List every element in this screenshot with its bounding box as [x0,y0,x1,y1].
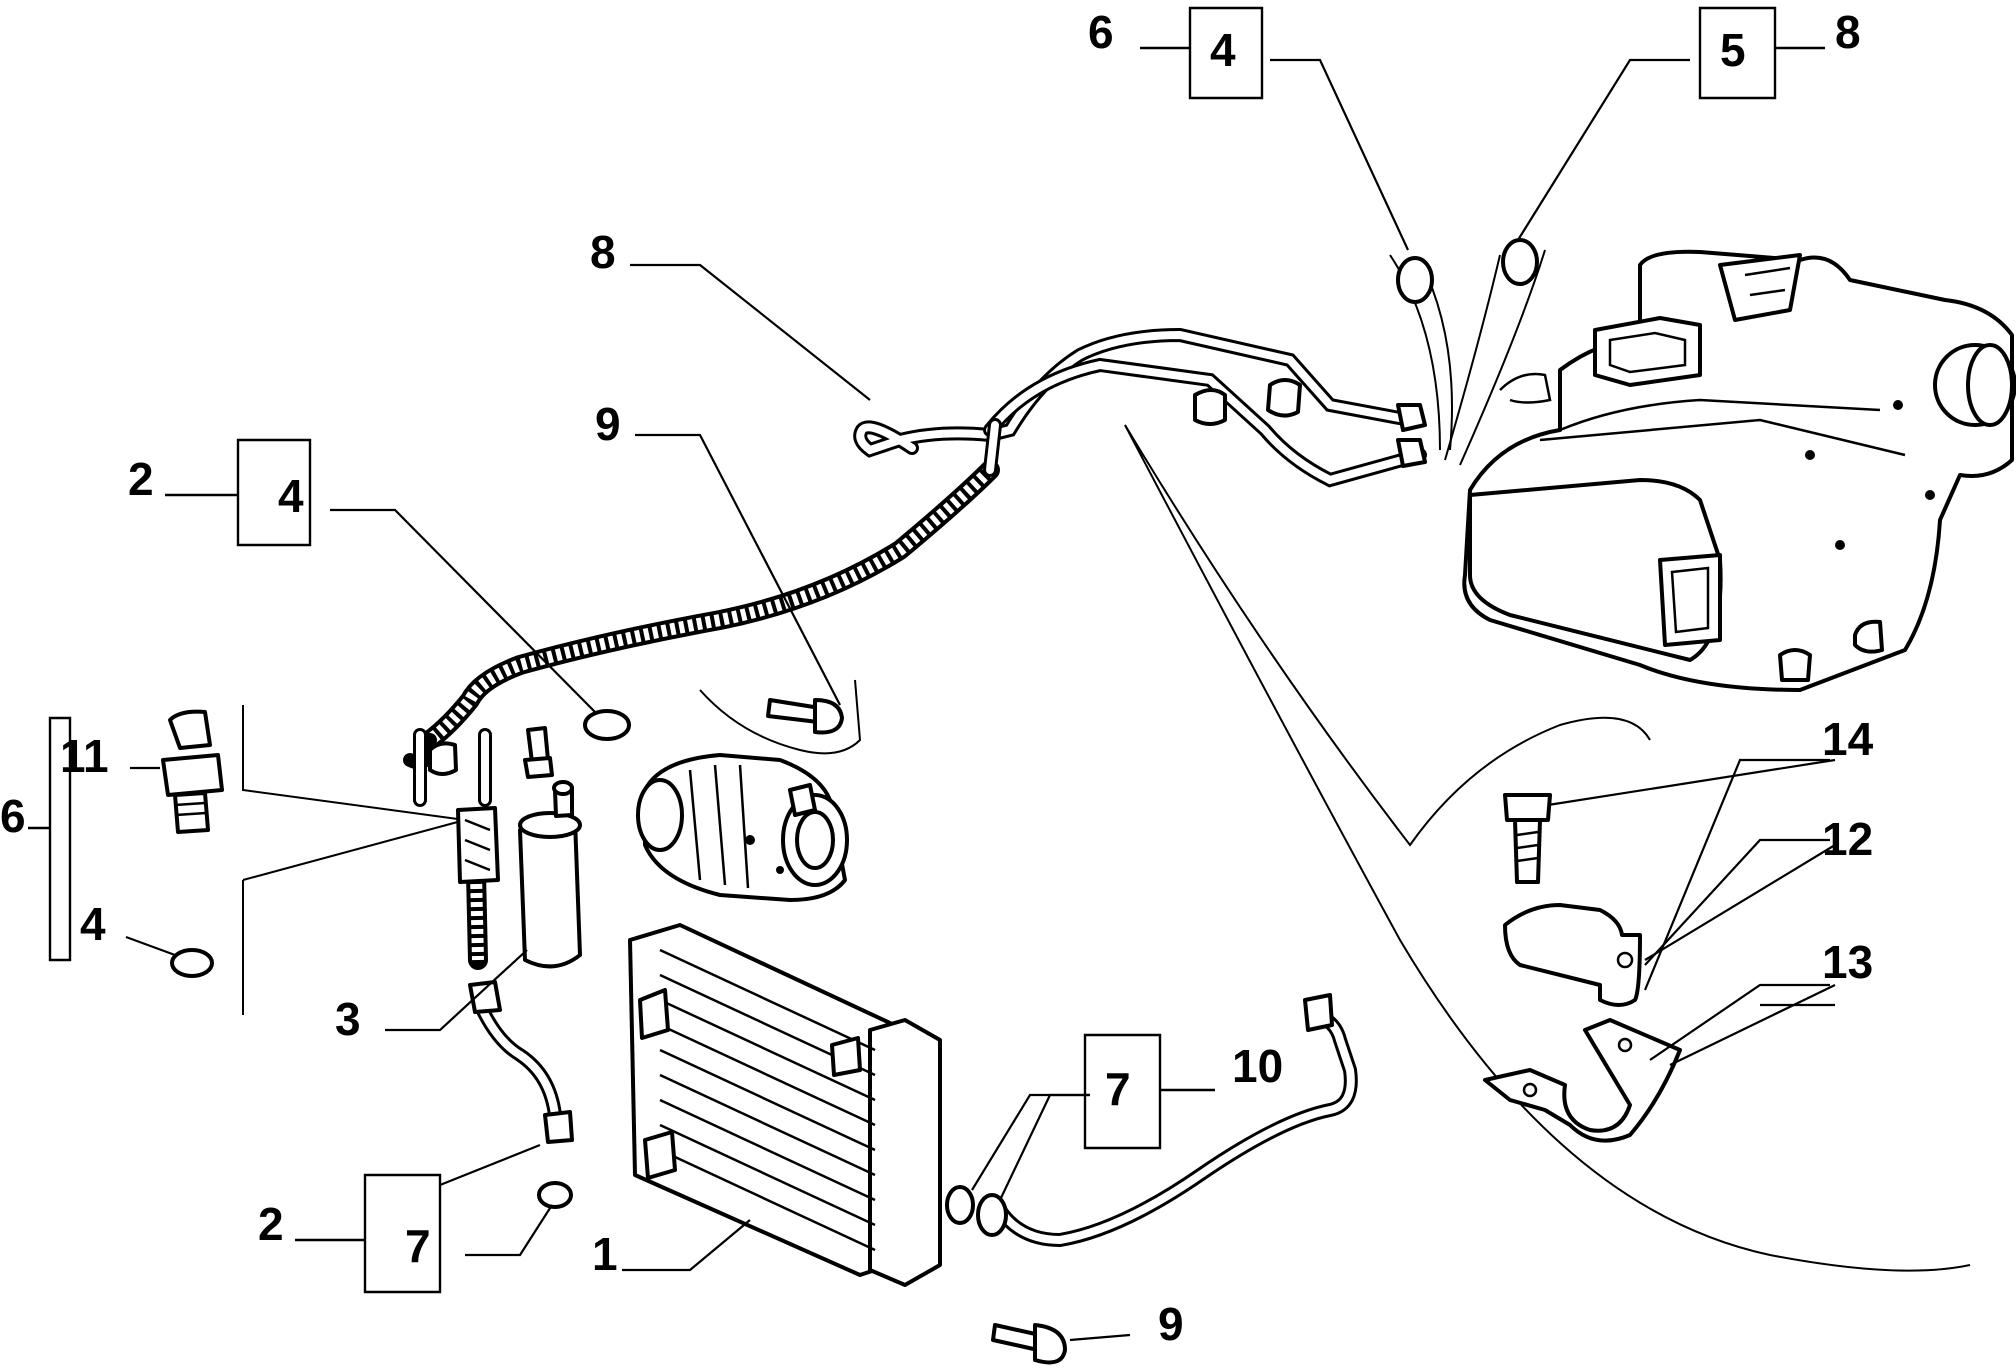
callout-hose-assembly: 8 [590,226,616,278]
callout-numbers: 6 4 5 8 8 9 2 4 11 6 4 3 2 7 1 7 10 9 14… [0,6,1874,1350]
receiver-drier [456,780,582,1144]
callout-drier: 3 [335,993,361,1045]
rubber-block [1503,903,1642,1007]
callout-switch-seal: 4 [80,898,106,950]
grouping-curves [242,249,1971,1272]
callout-clamp: 13 [1822,936,1873,988]
callout-evap-seal-right-group: 8 [1835,6,1861,58]
compressor-bolt [766,698,844,735]
callout-evap-seal-left-group: 6 [1088,6,1114,58]
callout-pressure-switch: 11 [60,730,109,782]
clamp [1483,1018,1682,1143]
callout-switch-group: 6 [0,790,26,842]
hose-assembly [403,327,1427,807]
callout-rubber-block: 12 [1822,813,1873,865]
callout-clamp-bolt: 14 [1822,713,1874,765]
callout-evap-seal-left: 4 [1210,24,1236,76]
group-brackets [28,6,1825,1294]
switch-o-ring [170,948,214,978]
callout-radiator: 1 [592,1228,618,1280]
condenser-o-ring [945,1185,975,1225]
lower-o-ring [537,1181,573,1209]
callout-lower-seal: 7 [405,1220,431,1272]
drier-o-ring [583,709,631,741]
callout-condenser-seal: 7 [1105,1063,1131,1115]
callout-condenser-pipe: 10 [1232,1040,1283,1092]
evap-o-ring-right [1501,238,1539,286]
callout-evap-seal-right: 5 [1720,24,1746,76]
callout-lower-seal-bracket: 2 [258,1198,284,1250]
lower-bolt [991,1323,1067,1365]
condenser [628,923,942,1287]
leader-lines [125,58,1836,1342]
callout-drier-bracket: 2 [128,453,154,505]
callout-lower-bolt: 9 [1158,1298,1184,1350]
callout-drier-seal: 4 [278,470,304,522]
condenser-pipe [976,993,1358,1248]
evap-o-ring-left [1396,256,1434,304]
callout-compressor-bolt: 9 [595,398,621,450]
evaporator-housing [1462,249,2016,692]
pressure-switch [161,709,224,834]
clamp-bolt [1503,793,1552,884]
compressor [636,753,849,902]
